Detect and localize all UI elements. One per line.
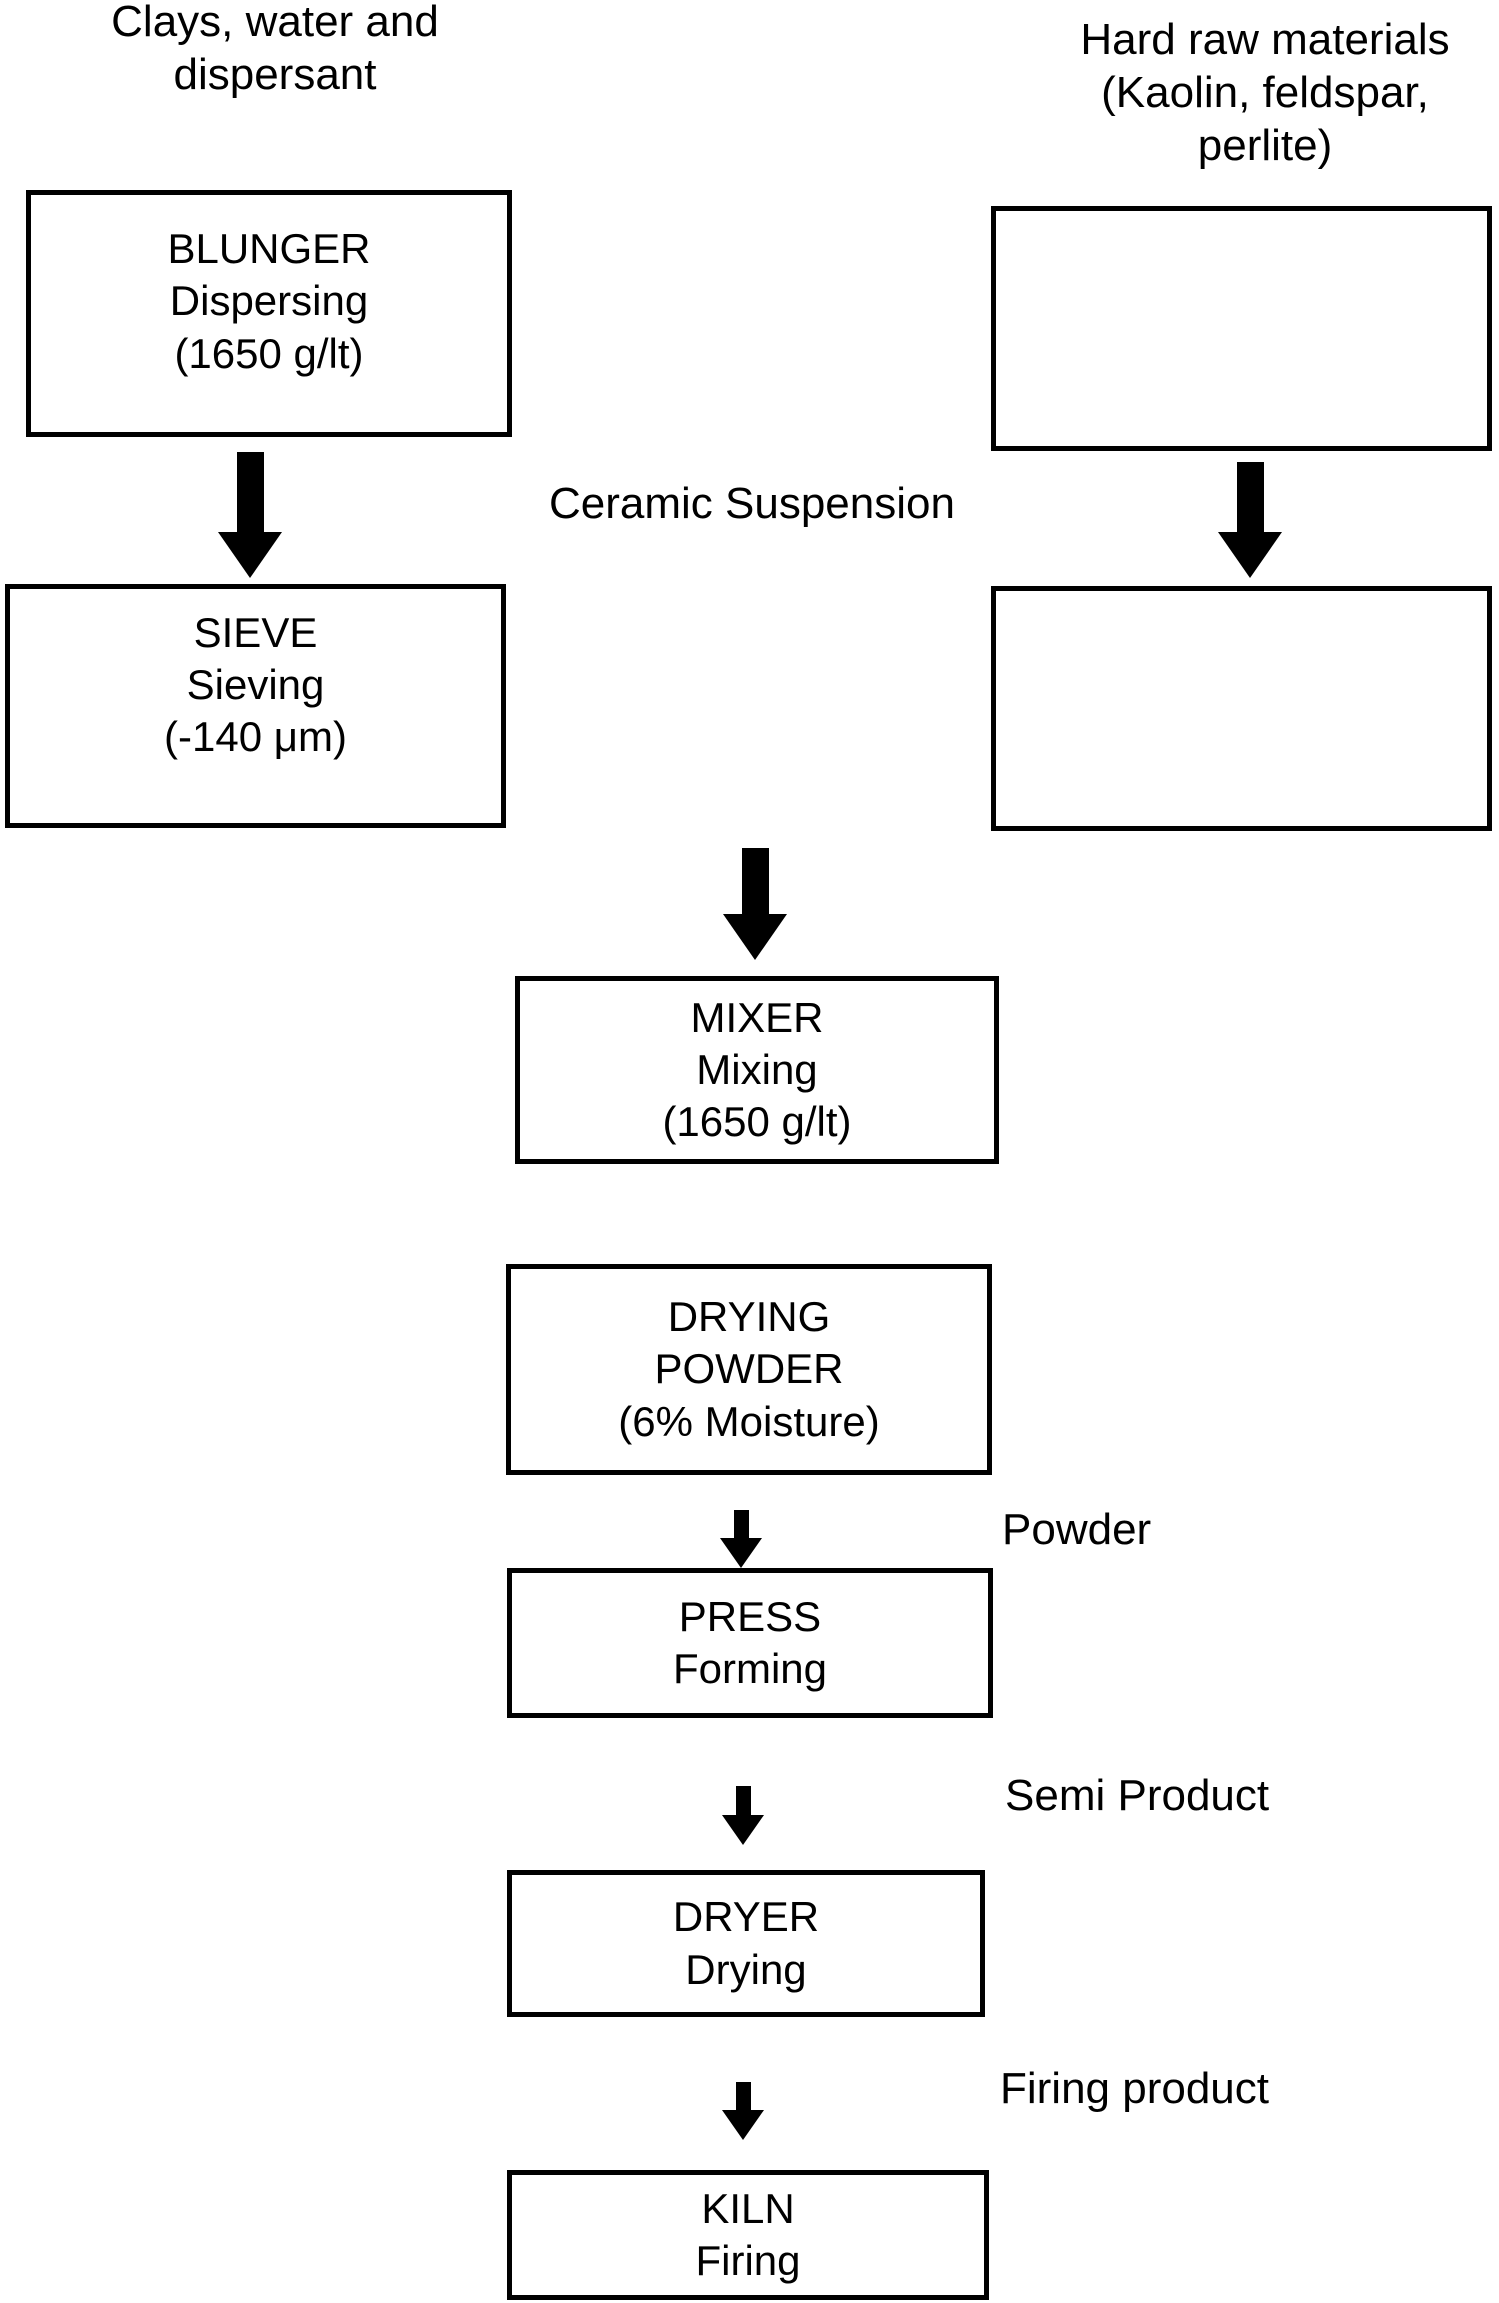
arrow-head — [722, 1815, 764, 1845]
dryer-box-label: DRYER Drying — [672, 1893, 820, 1993]
blunger-box: BLUNGER Dispersing (1650 g/lt) — [26, 190, 512, 437]
down-arrow-icon-press — [720, 1510, 762, 1568]
down-arrow-icon-right — [1218, 462, 1282, 578]
arrow-head — [723, 914, 787, 960]
sieve-box-label: SIEVE Sieving (-140 μm) — [164, 608, 347, 761]
drying-powder-box: DRYING POWDER (6% Moisture) — [506, 1264, 992, 1475]
label-ceramic-suspension: Ceramic Suspension — [549, 479, 955, 528]
arrow-shaft — [735, 2082, 751, 2110]
sieve-box: SIEVE Sieving (-140 μm) — [5, 584, 506, 828]
input-label-clays: Clays, water and dispersant — [111, 0, 439, 99]
press-box-label: PRESS Forming — [672, 1592, 828, 1692]
arrow-head — [1218, 532, 1282, 578]
drying-powder-box-label: DRYING POWDER (6% Moisture) — [618, 1293, 880, 1445]
kiln-box: KILN Firing — [507, 2170, 989, 2300]
label-powder: Powder — [1002, 1505, 1152, 1554]
arrow-head — [722, 2110, 764, 2140]
down-arrow-icon-left — [218, 452, 282, 578]
kiln-box-label: KILN Firing — [695, 2184, 801, 2284]
mixer-box: MIXER Mixing (1650 g/lt) — [515, 976, 999, 1164]
ceramic-suspension-box — [991, 586, 1492, 831]
arrow-shaft — [733, 1510, 749, 1538]
arrow-shaft — [236, 452, 264, 532]
down-arrow-icon-dryer — [722, 1786, 764, 1845]
label-semi-product: Semi Product — [1005, 1771, 1270, 1820]
blunger-box-label: BLUNGER Dispersing (1650 g/lt) — [167, 225, 371, 377]
dryer-box: DRYER Drying — [507, 1870, 985, 2017]
down-arrow-icon-kiln — [722, 2082, 764, 2140]
hard-raw-materials-box — [991, 206, 1492, 451]
press-box: PRESS Forming — [507, 1568, 993, 1718]
arrow-head — [720, 1538, 762, 1568]
arrow-shaft — [1236, 462, 1264, 532]
label-firing-product: Firing product — [1000, 2064, 1270, 2113]
arrow-head — [218, 532, 282, 578]
input-label-hard-raw-materials: Hard raw materials (Kaolin, feldspar, pe… — [1080, 15, 1450, 170]
arrow-shaft — [741, 848, 769, 914]
down-arrow-icon-mixer — [723, 848, 787, 960]
mixer-box-label: MIXER Mixing (1650 g/lt) — [662, 993, 852, 1146]
arrow-shaft — [735, 1786, 751, 1815]
